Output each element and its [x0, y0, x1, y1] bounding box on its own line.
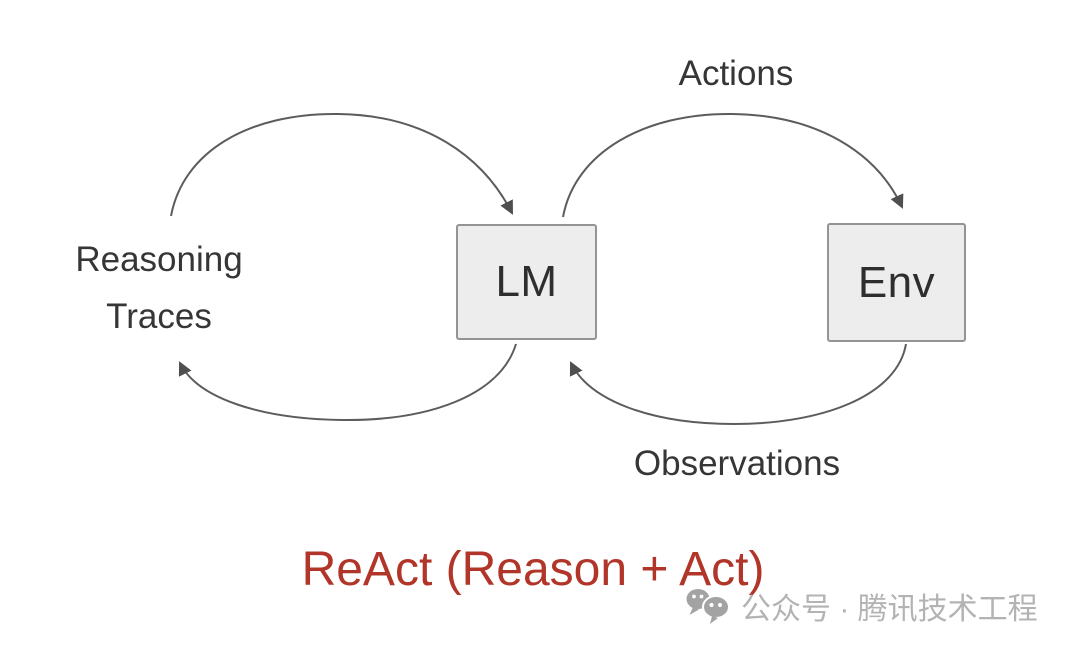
label-reasoning-line1: Reasoning	[75, 240, 243, 279]
edge-reasoning-to-lm	[170, 112, 513, 217]
node-env: Env	[827, 223, 966, 342]
label-reasoning-traces: Reasoning Traces	[29, 231, 289, 345]
wechat-icon	[686, 589, 730, 624]
label-reasoning-line2: Traces	[106, 297, 212, 336]
edge-lm-to-reasoning	[178, 343, 517, 422]
diagram-title: ReAct (Reason + Act)	[301, 543, 765, 596]
label-observations: Observations	[633, 444, 841, 483]
watermark-text: 公众号 · 腾讯技术工程	[741, 593, 1038, 626]
edge-env-to-lm-observations	[569, 343, 907, 426]
label-actions: Actions	[678, 54, 794, 93]
node-lm: LM	[456, 224, 597, 340]
watermark: 公众号 · 腾讯技术工程	[684, 584, 1038, 628]
edge-lm-to-env-actions	[562, 112, 904, 218]
node-lm-label: LM	[495, 257, 558, 306]
node-env-label: Env	[857, 257, 936, 307]
